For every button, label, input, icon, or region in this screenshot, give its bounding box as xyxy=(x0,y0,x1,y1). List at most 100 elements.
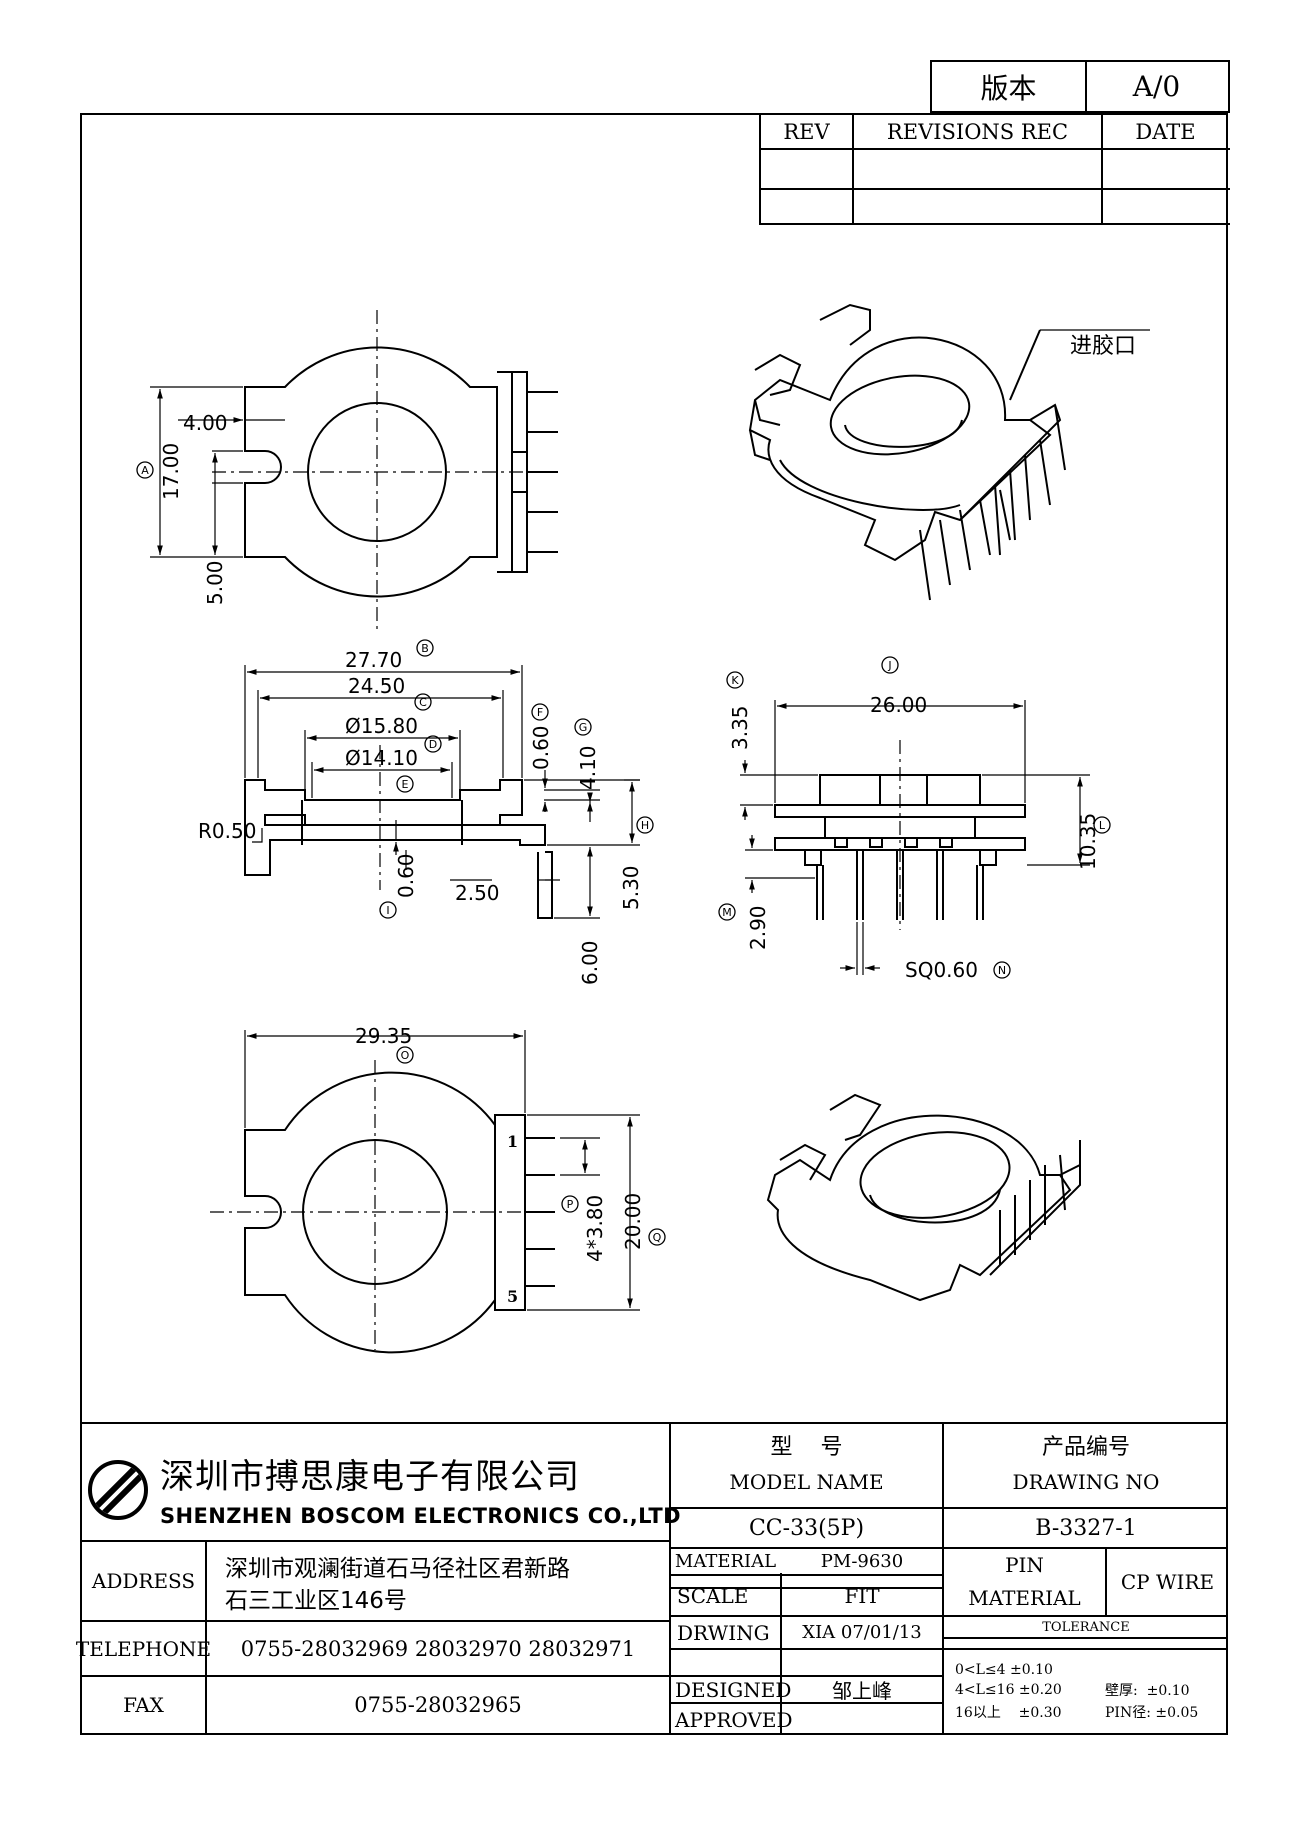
scale-label: SCALE xyxy=(677,1583,749,1608)
svg-text:G: G xyxy=(579,721,588,734)
marker-g: G xyxy=(574,718,592,736)
company-logo xyxy=(88,1460,148,1520)
dim-0-60-f: 0.60 xyxy=(529,725,553,770)
dim-29-35: 29.35 xyxy=(355,1024,412,1048)
dim-17-00: 17.00 xyxy=(159,443,183,500)
dim-2-50: 2.50 xyxy=(455,881,500,905)
pin-number-5: 5 xyxy=(507,1287,518,1306)
drawing-no-value: B-3327-1 xyxy=(1035,1515,1137,1541)
telephone-value: 0755-28032969 28032970 28032971 xyxy=(240,1636,636,1661)
pin-diameter-tolerance: PIN径: ±0.05 xyxy=(1105,1705,1199,1721)
marker-o: O xyxy=(396,1046,414,1064)
svg-text:J: J xyxy=(887,659,891,672)
dim-26-00: 26.00 xyxy=(870,693,927,717)
fax-value: 0755-28032965 xyxy=(354,1693,522,1717)
marker-c: C xyxy=(414,693,432,711)
marker-q: Q xyxy=(648,1228,666,1246)
designed-label: DESIGNED xyxy=(675,1677,792,1702)
marker-l: L xyxy=(1093,816,1111,834)
iso-view-top xyxy=(748,303,1150,601)
wall-thickness-tolerance: 壁厚: ±0.10 xyxy=(1105,1683,1190,1699)
svg-text:Q: Q xyxy=(653,1231,662,1244)
drawing-label: DRWING xyxy=(677,1620,770,1645)
drawing-no-label-cn: 产品编号 xyxy=(1041,1435,1130,1460)
svg-text:N: N xyxy=(998,964,1006,977)
approved-label: APPROVED xyxy=(675,1707,793,1732)
svg-text:I: I xyxy=(386,904,389,917)
company-name-cn: 深圳市搏思康电子有限公司 xyxy=(160,1456,580,1497)
dim-d15-80: Ø15.80 xyxy=(345,714,418,738)
drawing-frame xyxy=(80,113,1228,1735)
version-label: 版本 xyxy=(930,60,1087,113)
front-view xyxy=(244,665,640,919)
gate-label: 进胶口 xyxy=(1070,334,1136,359)
svg-text:D: D xyxy=(429,738,437,751)
model-value: CC-33(5P) xyxy=(748,1515,865,1541)
marker-a: A xyxy=(136,461,154,479)
dim-4-10: 4.10 xyxy=(576,745,600,790)
marker-i: I xyxy=(379,901,397,919)
bottom-view xyxy=(210,1030,640,1354)
version-value: A/0 xyxy=(1085,60,1230,113)
svg-text:A: A xyxy=(141,464,149,477)
pin-material-value: CP WIRE xyxy=(1120,1570,1215,1594)
dim-24-50: 24.50 xyxy=(348,674,405,698)
pin-material-label-1: PIN xyxy=(1005,1553,1044,1577)
company-name-en: SHENZHEN BOSCOM ELECTRONICS CO.,LTD xyxy=(160,1504,681,1528)
top-view xyxy=(150,310,558,630)
tolerance-line-2: 4<L≤16 ±0.20 xyxy=(955,1682,1062,1698)
tolerance-line-1: 0<L≤4 ±0.10 xyxy=(955,1662,1053,1678)
telephone-label: TELEPHONE xyxy=(75,1636,212,1661)
dim-10-35: 10.35 xyxy=(1076,813,1100,870)
rev-header: REV xyxy=(783,119,830,144)
address-line2: 石三工业区146号 xyxy=(225,1588,407,1614)
side-view xyxy=(740,700,1090,975)
model-label-cn: 型 号 xyxy=(770,1435,843,1460)
dim-4x3-80: 4*3.80 xyxy=(583,1195,607,1262)
marker-d: D xyxy=(424,735,442,753)
fax-label: FAX xyxy=(123,1693,164,1717)
svg-text:M: M xyxy=(722,906,732,919)
svg-text:F: F xyxy=(537,706,543,719)
pin-number-1: 1 xyxy=(507,1132,518,1151)
address-label: ADDRESS xyxy=(91,1569,196,1593)
svg-text:E: E xyxy=(402,778,409,791)
dim-3-35: 3.35 xyxy=(728,705,752,750)
material-value: PM-9630 xyxy=(820,1551,904,1572)
date-header: DATE xyxy=(1135,119,1196,144)
tolerance-label: TOLERANCE xyxy=(1042,1619,1130,1635)
iso-view-bottom xyxy=(766,1093,1081,1302)
svg-text:C: C xyxy=(419,696,427,709)
address-line1: 深圳市观澜街道石马径社区君新路 xyxy=(225,1556,570,1582)
svg-text:P: P xyxy=(567,1198,574,1211)
model-label-en: MODEL NAME xyxy=(729,1470,884,1494)
dim-0-60-i: 0.60 xyxy=(394,853,418,898)
drawing-no-label-en: DRAWING NO xyxy=(1012,1470,1160,1494)
designed-value: 邹上峰 xyxy=(832,1679,892,1703)
marker-n: N xyxy=(993,961,1011,979)
dim-2-90: 2.90 xyxy=(746,905,770,950)
pin-material-label-2: MATERIAL xyxy=(968,1585,1081,1610)
marker-f: F xyxy=(531,703,549,721)
dim-5-00: 5.00 xyxy=(203,560,227,605)
marker-k: K xyxy=(726,671,744,689)
dim-27-70: 27.70 xyxy=(345,648,402,672)
revisions-rec-header: REVISIONS REC xyxy=(886,119,1069,144)
svg-text:B: B xyxy=(421,642,429,655)
drawing-value: XIA 07/01/13 xyxy=(802,1622,922,1643)
dim-sq0-60: SQ0.60 xyxy=(905,958,978,982)
svg-text:O: O xyxy=(401,1049,410,1062)
dim-4-00: 4.00 xyxy=(183,411,228,435)
marker-b: B xyxy=(416,639,434,657)
dim-5-30: 5.30 xyxy=(619,865,643,910)
scale-value: FIT xyxy=(844,1583,880,1608)
svg-text:L: L xyxy=(1099,819,1106,832)
marker-j: J xyxy=(881,656,899,674)
svg-text:K: K xyxy=(731,674,739,687)
marker-h: H xyxy=(636,816,654,834)
dim-20-00: 20.00 xyxy=(621,1193,645,1250)
dim-6-00: 6.00 xyxy=(578,940,602,985)
dim-r0-50: R0.50 xyxy=(198,819,256,843)
svg-text:H: H xyxy=(641,819,649,832)
